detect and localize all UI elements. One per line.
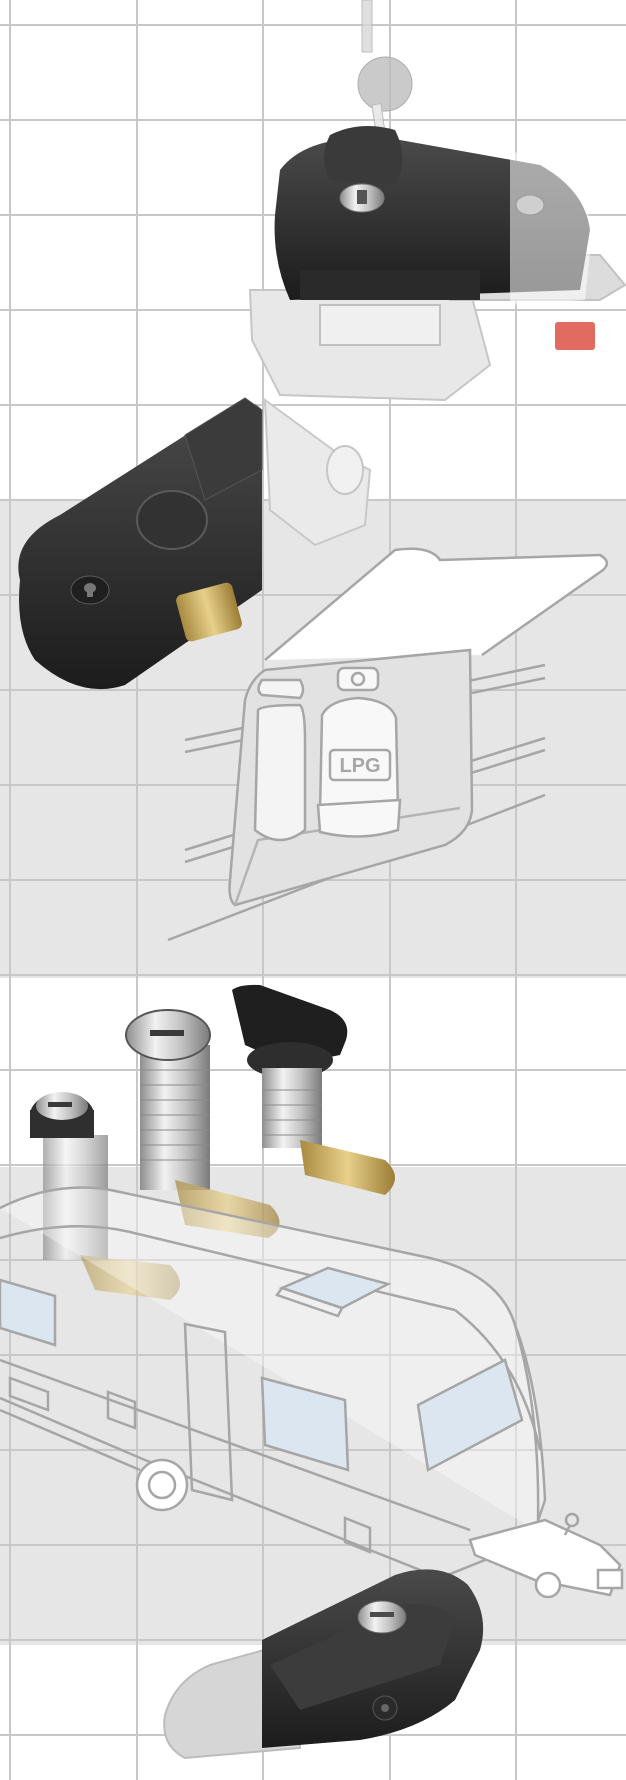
cam-lock-set-icon — [30, 984, 395, 1300]
compression-latch-icon — [163, 1569, 484, 1760]
key-paddle-lock-icon — [248, 0, 626, 402]
cam-lock-tall — [125, 1009, 280, 1238]
gas-bottle-label: LPG — [339, 755, 380, 777]
cam-lock-thumb-turn — [232, 984, 395, 1195]
caravan-illustration — [0, 1186, 624, 1599]
push-button-lock-icon — [18, 397, 372, 690]
cam-lock-short — [30, 1092, 180, 1300]
gas-locker-illustration: LPG — [167, 547, 609, 942]
